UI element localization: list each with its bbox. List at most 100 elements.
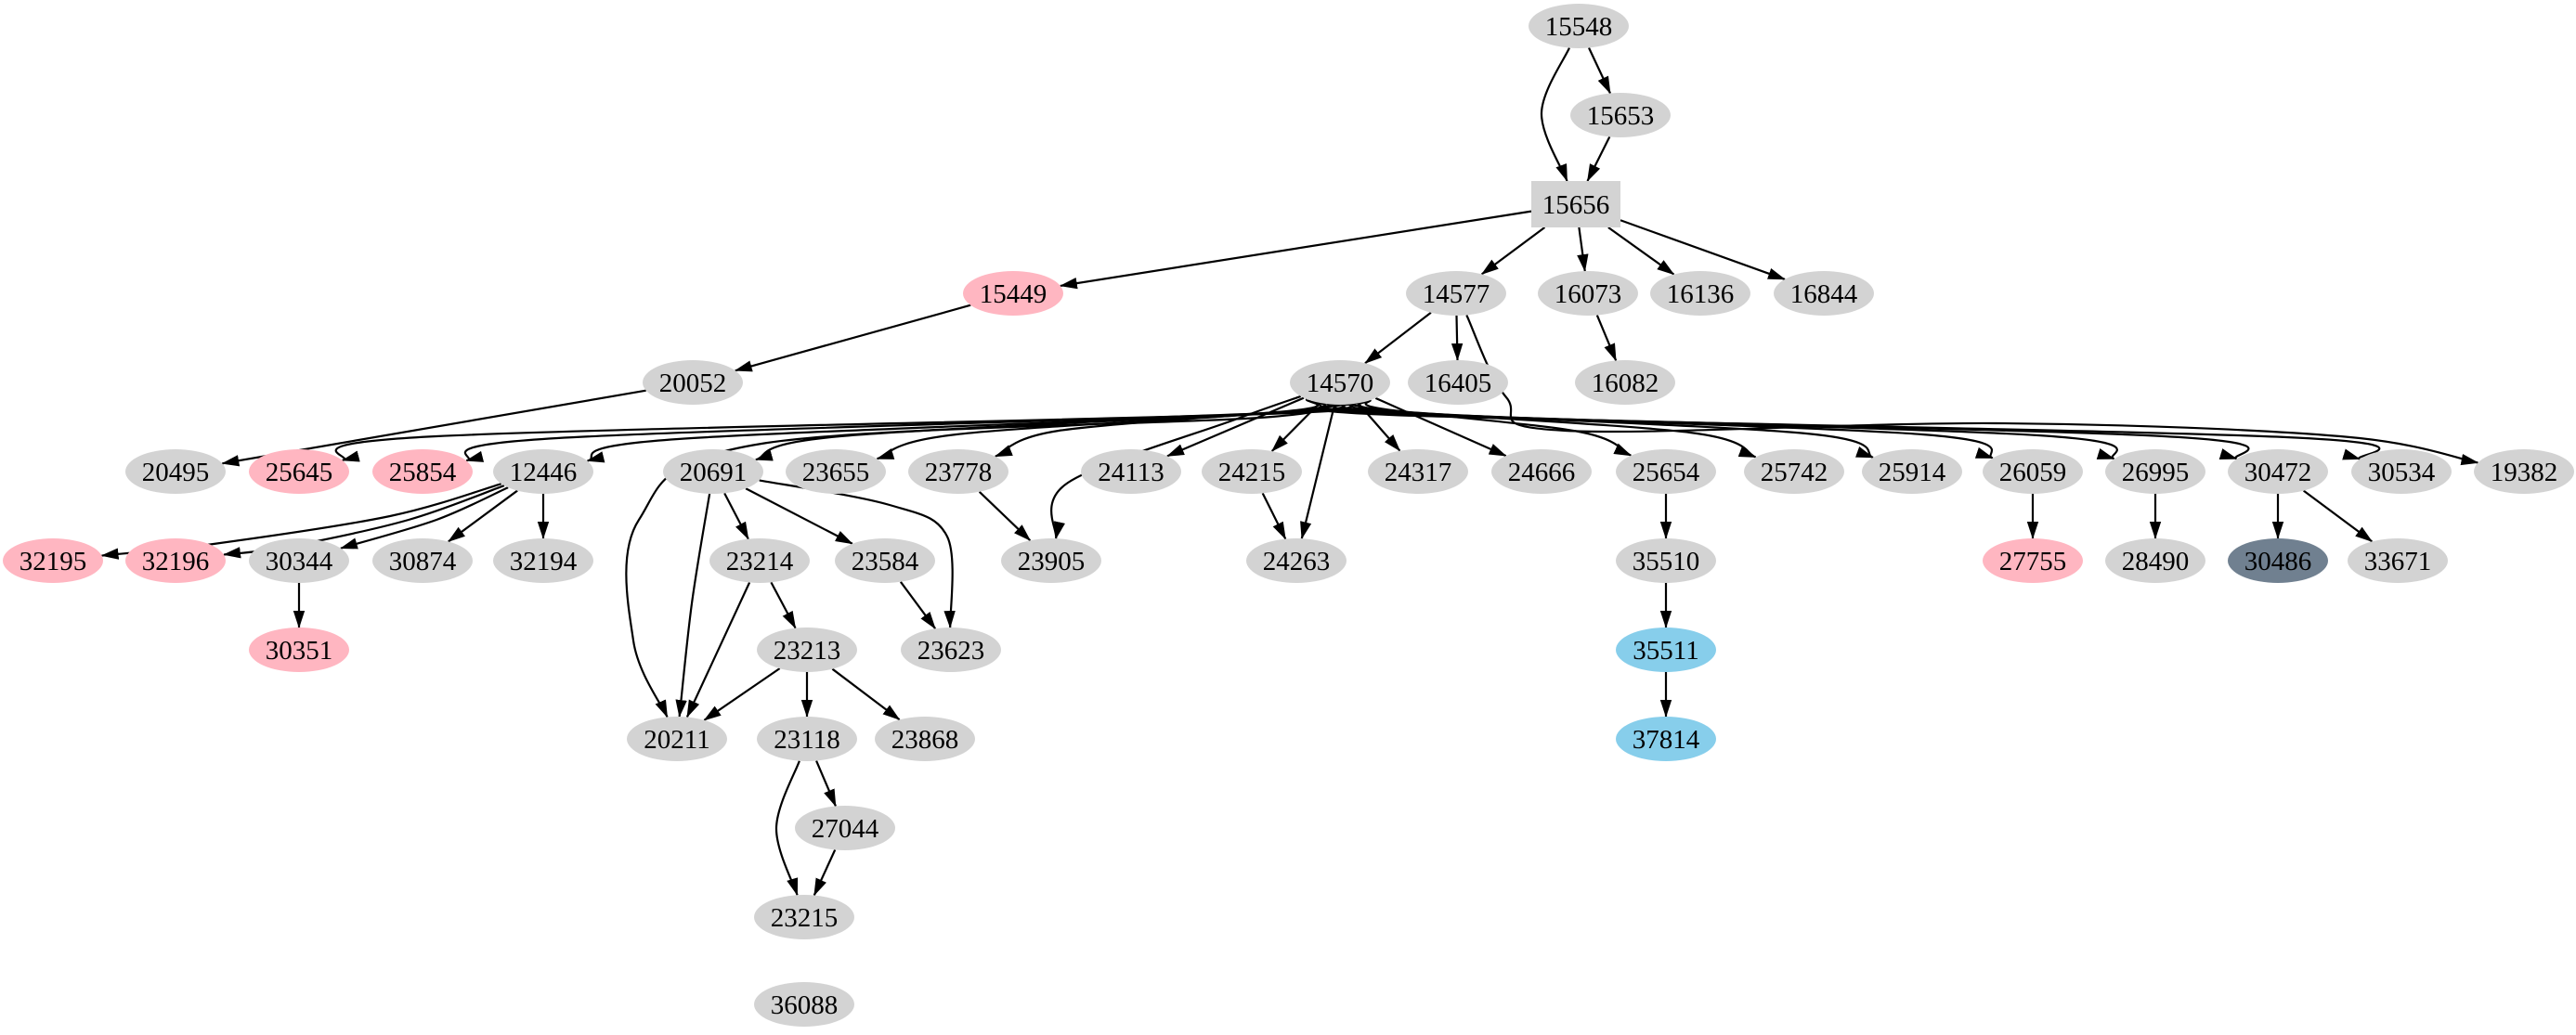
node-ellipse-shape (1616, 627, 1716, 672)
edge-14570-24113 (1166, 396, 1305, 458)
node-label-35510: 35510 (1633, 547, 1700, 576)
edge-23118-27044 (815, 760, 837, 808)
graph-node-16844: 16844 (1774, 271, 1874, 316)
node-ellipse-shape (1744, 449, 1844, 494)
graph-node-28490: 28490 (2105, 538, 2205, 583)
node-ellipse-shape (249, 538, 349, 583)
node-ellipse-shape (1001, 538, 1101, 583)
node-ellipse-shape (757, 717, 857, 761)
node-ellipse-shape (2228, 449, 2328, 494)
node-ellipse-shape (125, 538, 226, 583)
graph-node-23214: 23214 (709, 538, 810, 583)
edge-15656-16136 (1607, 226, 1675, 276)
node-ellipse-shape (663, 449, 763, 494)
edge-15656-14577 (1480, 226, 1546, 276)
node-ellipse-shape (754, 895, 854, 939)
node-label-20691: 20691 (680, 458, 748, 487)
node-ellipse-shape (835, 538, 935, 583)
node-label-35511: 35511 (1633, 636, 1698, 666)
graph-node-33671: 33671 (2348, 538, 2448, 583)
node-ellipse-shape (3, 538, 103, 583)
edge-14570-24666 (1374, 396, 1507, 458)
node-ellipse-shape (125, 449, 226, 494)
node-label-20495: 20495 (142, 458, 210, 487)
node-label-25854: 25854 (389, 458, 457, 487)
node-ellipse-shape (2474, 449, 2574, 494)
graph-node-30344: 30344 (249, 538, 349, 583)
graph-node-25854: 25854 (372, 449, 473, 494)
node-ellipse-shape (249, 449, 349, 494)
node-label-24113: 24113 (1098, 458, 1164, 487)
edge-23214-23213 (770, 581, 797, 629)
node-box-shape (1531, 181, 1620, 227)
node-label-32195: 32195 (20, 547, 87, 576)
node-ellipse-shape (1983, 449, 2083, 494)
graph-node-16082: 16082 (1575, 360, 1675, 405)
node-label-30351: 30351 (266, 636, 333, 666)
graph-node-24215: 24215 (1202, 449, 1302, 494)
edge-20691-23584 (745, 487, 853, 545)
node-label-23584: 23584 (852, 547, 919, 576)
node-label-23215: 23215 (771, 903, 839, 933)
graph-node-16136: 16136 (1650, 271, 1750, 316)
graph-node-27044: 27044 (795, 806, 895, 850)
node-ellipse-shape (2228, 538, 2328, 583)
node-label-26995: 26995 (2122, 458, 2190, 487)
node-label-23655: 23655 (802, 458, 870, 487)
edge-23214-20211 (685, 582, 751, 718)
edge-30472-33671 (2303, 489, 2374, 543)
node-label-16844: 16844 (1790, 279, 1858, 309)
graph-node-25645: 25645 (249, 449, 349, 494)
edge-15656-16844 (1620, 219, 1786, 280)
graph-node-24317: 24317 (1368, 449, 1468, 494)
node-ellipse-shape (963, 271, 1063, 316)
node-ellipse-shape (372, 449, 473, 494)
graph-node-35511: 35511 (1616, 627, 1716, 672)
node-label-27755: 27755 (1999, 547, 2067, 576)
graph-node-26059: 26059 (1983, 449, 2083, 494)
node-label-25645: 25645 (266, 458, 333, 487)
node-ellipse-shape (493, 538, 593, 583)
graph-node-25654: 25654 (1616, 449, 1716, 494)
node-ellipse-shape (875, 717, 975, 761)
node-label-30874: 30874 (389, 547, 457, 576)
edge-20691-20211 (675, 493, 711, 718)
node-label-20052: 20052 (659, 369, 727, 398)
edge-23778-23905 (978, 490, 1032, 542)
node-label-16073: 16073 (1555, 279, 1622, 309)
edge-20691-23214 (723, 492, 749, 540)
node-label-37814: 37814 (1633, 725, 1700, 755)
edge-16073-16082 (1595, 315, 1618, 362)
node-label-28490: 28490 (2122, 547, 2190, 576)
node-label-23213: 23213 (774, 636, 841, 666)
node-ellipse-shape (2105, 538, 2205, 583)
node-ellipse-shape (786, 449, 886, 494)
graph-node-32196: 32196 (125, 538, 226, 583)
node-ellipse-shape (1616, 449, 1716, 494)
node-ellipse-shape (754, 982, 854, 1027)
node-label-30486: 30486 (2244, 547, 2312, 576)
node-label-19382: 19382 (2491, 458, 2558, 487)
node-ellipse-shape (1202, 449, 1302, 494)
node-label-16136: 16136 (1667, 279, 1735, 309)
graph-node-23868: 23868 (875, 717, 975, 761)
node-label-15656: 15656 (1542, 190, 1610, 220)
node-ellipse-shape (1575, 360, 1675, 405)
node-ellipse-shape (1774, 271, 1874, 316)
graph-node-23778: 23778 (908, 449, 1008, 494)
graph-node-23118: 23118 (757, 717, 857, 761)
node-ellipse-shape (627, 717, 727, 761)
node-label-14570: 14570 (1307, 369, 1374, 398)
node-label-24263: 24263 (1263, 547, 1331, 576)
node-label-12446: 12446 (510, 458, 578, 487)
node-label-23214: 23214 (726, 547, 794, 576)
node-ellipse-shape (1570, 93, 1671, 137)
edge-14570-30534 (1317, 399, 2381, 460)
graph-node-23584: 23584 (835, 538, 935, 583)
node-ellipse-shape (1616, 717, 1716, 761)
node-ellipse-shape (1246, 538, 1347, 583)
edge-14577-14570 (1364, 311, 1432, 365)
node-label-23868: 23868 (891, 725, 959, 755)
edge-27044-23215 (813, 849, 837, 897)
edge-15548-15656 (1540, 47, 1570, 182)
